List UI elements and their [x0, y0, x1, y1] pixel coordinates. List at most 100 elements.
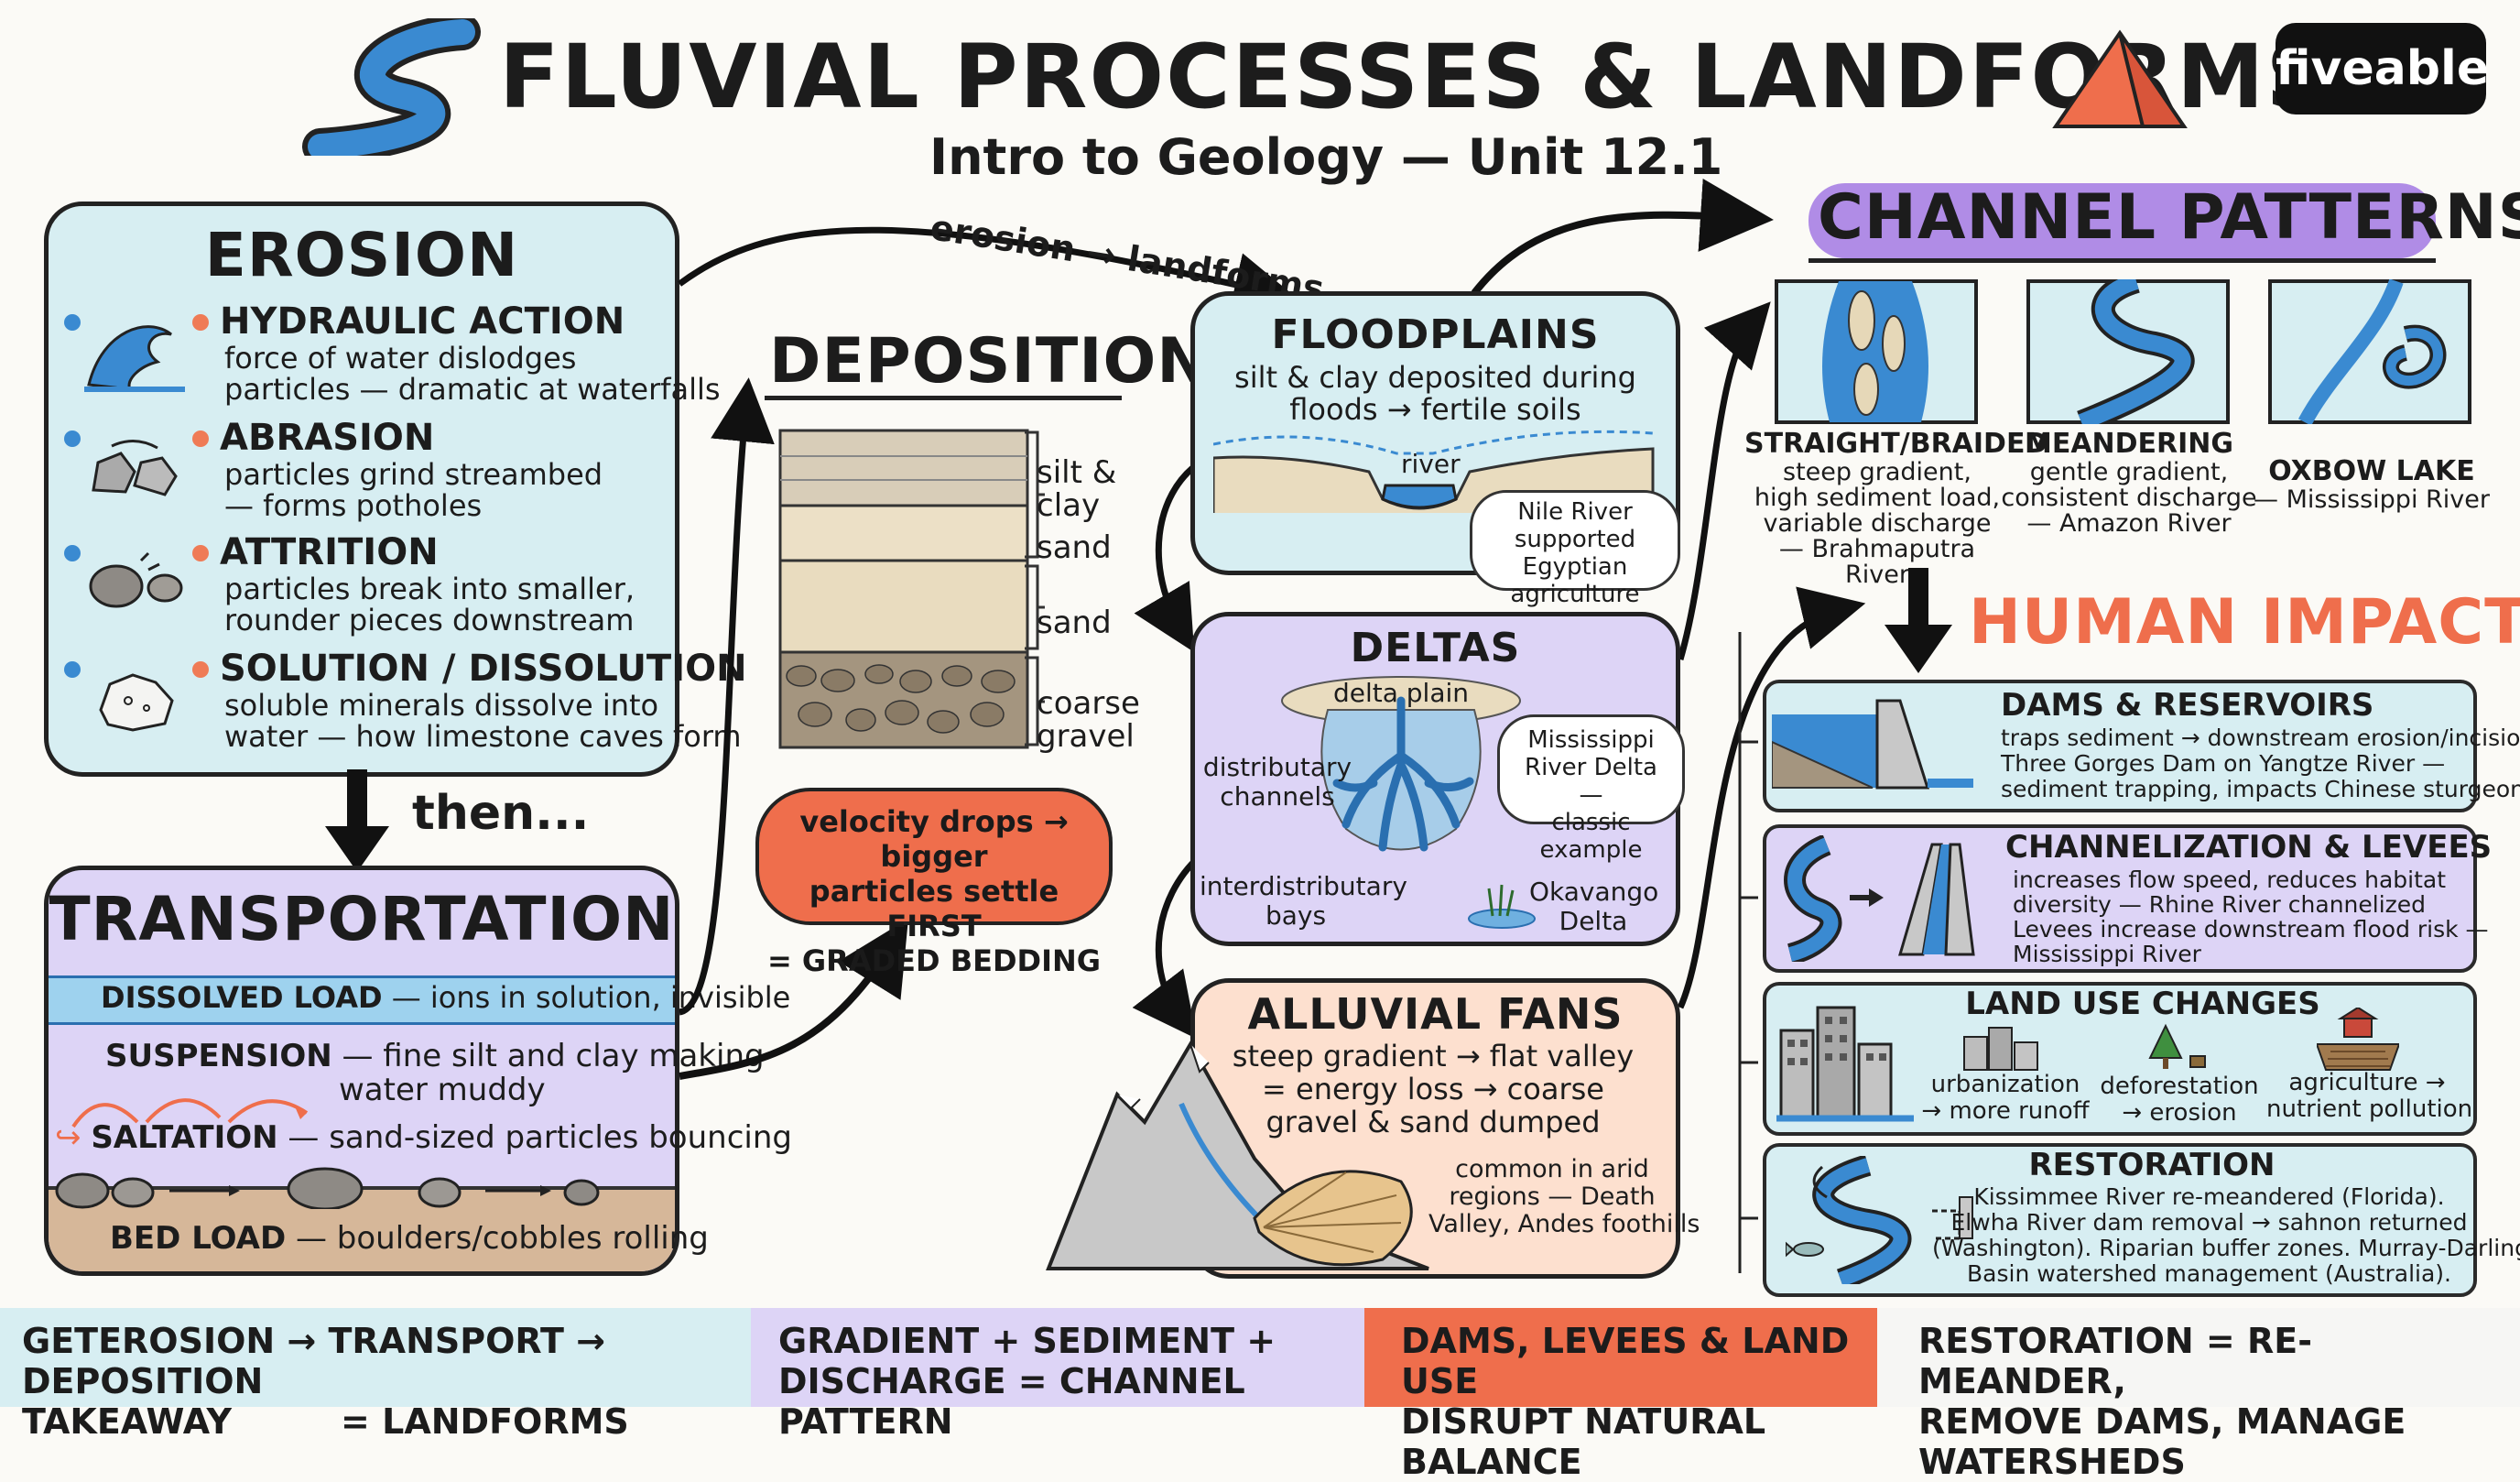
- floodplains-desc2: floods → fertile soils: [1289, 392, 1581, 427]
- heading-underline: [765, 396, 1122, 400]
- abrasion-desc2: — forms potholes: [224, 488, 483, 523]
- attrition-title: ATTRITION: [220, 531, 439, 573]
- braided-text: STRAIGHT/BRAIDED steep gradient,high sed…: [1744, 428, 2048, 589]
- tree-stump-icon: [2148, 1023, 2206, 1069]
- graded-bedding-diagram: [778, 429, 1029, 749]
- dams-title: DAMS & RESERVOIRS: [2001, 687, 2374, 724]
- hydraulic-desc2: particles — dramatic at waterfalls: [224, 372, 721, 407]
- heading-underline: [1809, 258, 2436, 263]
- alluvial-fans-desc: steep gradient → flat valley= energy los…: [1232, 1039, 1635, 1139]
- braided-channel-icon: [1775, 279, 1978, 424]
- pyramid-icon: [2052, 29, 2188, 128]
- water-band: [49, 975, 675, 1025]
- down-arrow-icon: [1885, 568, 1952, 673]
- footer-takeaway-4: RESTORATION = RE-MEANDER,REMOVE DAMS, MA…: [1877, 1308, 2520, 1482]
- bullet-icon: [64, 661, 81, 678]
- attrition-desc2: rounder pieces downstream: [224, 603, 635, 637]
- attrition-desc1: particles break into smaller,: [224, 572, 635, 606]
- dam-icon: [1772, 699, 1973, 790]
- bedload-key: BED LOAD: [110, 1220, 287, 1257]
- dissolving-rock-icon: [99, 673, 174, 732]
- dissolved-key: DISSOLVED LOAD: [101, 980, 383, 1015]
- city-icon: [1776, 1006, 1914, 1122]
- human-impact-connector: [1738, 632, 1758, 1273]
- abrasion-title: ABRASION: [220, 417, 435, 459]
- delta-diagram: [1281, 676, 1521, 852]
- transportation-panel: [44, 866, 679, 1276]
- saltation-key: SALTATION: [91, 1119, 278, 1156]
- human-impact-heading: HUMAN IMPACT: [1969, 586, 2520, 659]
- floodplains-heading: FLOODPLAINS: [1271, 311, 1600, 358]
- page-title: FLUVIAL PROCESSES & LANDFORMS: [499, 26, 2331, 128]
- channel-patterns-heading: CHANNEL PATTERNS: [1818, 181, 2520, 254]
- restoration-title: RESTORATION: [2028, 1147, 2276, 1183]
- footer-takeaway-2: GRADIENT + SEDIMENT +DISCHARGE = CHANNEL…: [751, 1308, 1364, 1442]
- bullet-icon: [192, 661, 209, 678]
- abrasion-desc1: particles grind streambed: [224, 457, 603, 492]
- bullet-icon: [192, 545, 209, 561]
- buildings-icon: [1963, 1027, 2038, 1071]
- layer-label: coarse: [1037, 685, 1140, 722]
- alluvial-fans-heading: ALLUVIAL FANS: [1247, 989, 1624, 1039]
- connector-arrows: [677, 179, 1866, 1080]
- solution-desc1: soluble minerals dissolve into: [224, 688, 659, 723]
- deltas-heading: DELTAS: [1350, 625, 1521, 671]
- farm-icon: [2317, 1008, 2399, 1071]
- meandering-text: MEANDERING gentle gradient,consistent di…: [2001, 428, 2257, 538]
- channelization-title: CHANNELIZATION & LEVEES: [2005, 829, 2493, 866]
- layer-label: sand: [1037, 605, 1112, 641]
- suspension-desc1: — fine silt and clay making: [331, 1038, 765, 1074]
- deposition-heading: DEPOSITION: [769, 325, 1211, 398]
- rocks-breaking-icon: [89, 551, 183, 608]
- bullet-icon: [192, 314, 209, 331]
- channelization-icon: [1784, 835, 1975, 962]
- oxbow-text: OXBOW LAKE — Mississippi River: [2254, 455, 2490, 514]
- solution-title: SOLUTION / DISSOLUTION: [220, 648, 747, 690]
- suspension-desc2: water muddy: [339, 1072, 546, 1108]
- hydraulic-title: HYDRAULIC ACTION: [220, 300, 625, 343]
- rolling-boulders-icon: [55, 1167, 600, 1209]
- river-logo-icon: [302, 18, 481, 156]
- meandering-channel-icon: [2026, 279, 2230, 424]
- hydraulic-desc1: force of water dislodges: [224, 341, 577, 376]
- saltation-arcs-icon: [71, 1098, 309, 1128]
- bullet-icon: [64, 545, 81, 561]
- solution-desc2: water — how limestone caves form: [224, 719, 742, 754]
- delta-plain-label: delta plain: [1332, 678, 1470, 708]
- brand-logo: fiveable: [2276, 23, 2489, 114]
- bullet-icon: [192, 430, 209, 447]
- transportation-heading: TRANSPORTATION: [49, 884, 675, 954]
- page-subtitle: Intro to Geology — Unit 12.1: [929, 128, 1723, 186]
- restoration-river-icon: [1786, 1156, 1973, 1284]
- dissolved-desc: — ions in solution, invisible: [382, 980, 791, 1015]
- layer-label: clay: [1037, 487, 1101, 524]
- saltation-arrow-icon: ↪: [55, 1119, 81, 1156]
- channel-patterns-highlight: [1809, 183, 2436, 258]
- down-arrow-icon: [325, 769, 389, 872]
- suspension-key: SUSPENSION: [105, 1038, 332, 1074]
- deforestation-label: deforestation→ erosion: [2100, 1073, 2259, 1127]
- urbanization-label: urbanization→ more runoff: [1921, 1071, 2090, 1125]
- oxbow-lake-icon: [2268, 279, 2471, 424]
- bedload-desc: — boulders/cobbles rolling: [286, 1220, 709, 1257]
- land-use-title: LAND USE CHANGES: [1965, 986, 2320, 1022]
- floodplains-desc1: silt & clay deposited during: [1234, 360, 1636, 395]
- layer-label: silt &: [1037, 454, 1117, 491]
- alluvial-fan-diagram: [1046, 1040, 1429, 1270]
- layer-label: sand: [1037, 529, 1112, 566]
- bullet-icon: [64, 430, 81, 447]
- then-label: then...: [412, 786, 590, 841]
- bullet-icon: [64, 314, 81, 331]
- dams-desc: traps sediment → downstream erosion/inci…: [2001, 725, 2520, 802]
- saltation-desc: — sand-sized particles bouncing: [277, 1119, 792, 1156]
